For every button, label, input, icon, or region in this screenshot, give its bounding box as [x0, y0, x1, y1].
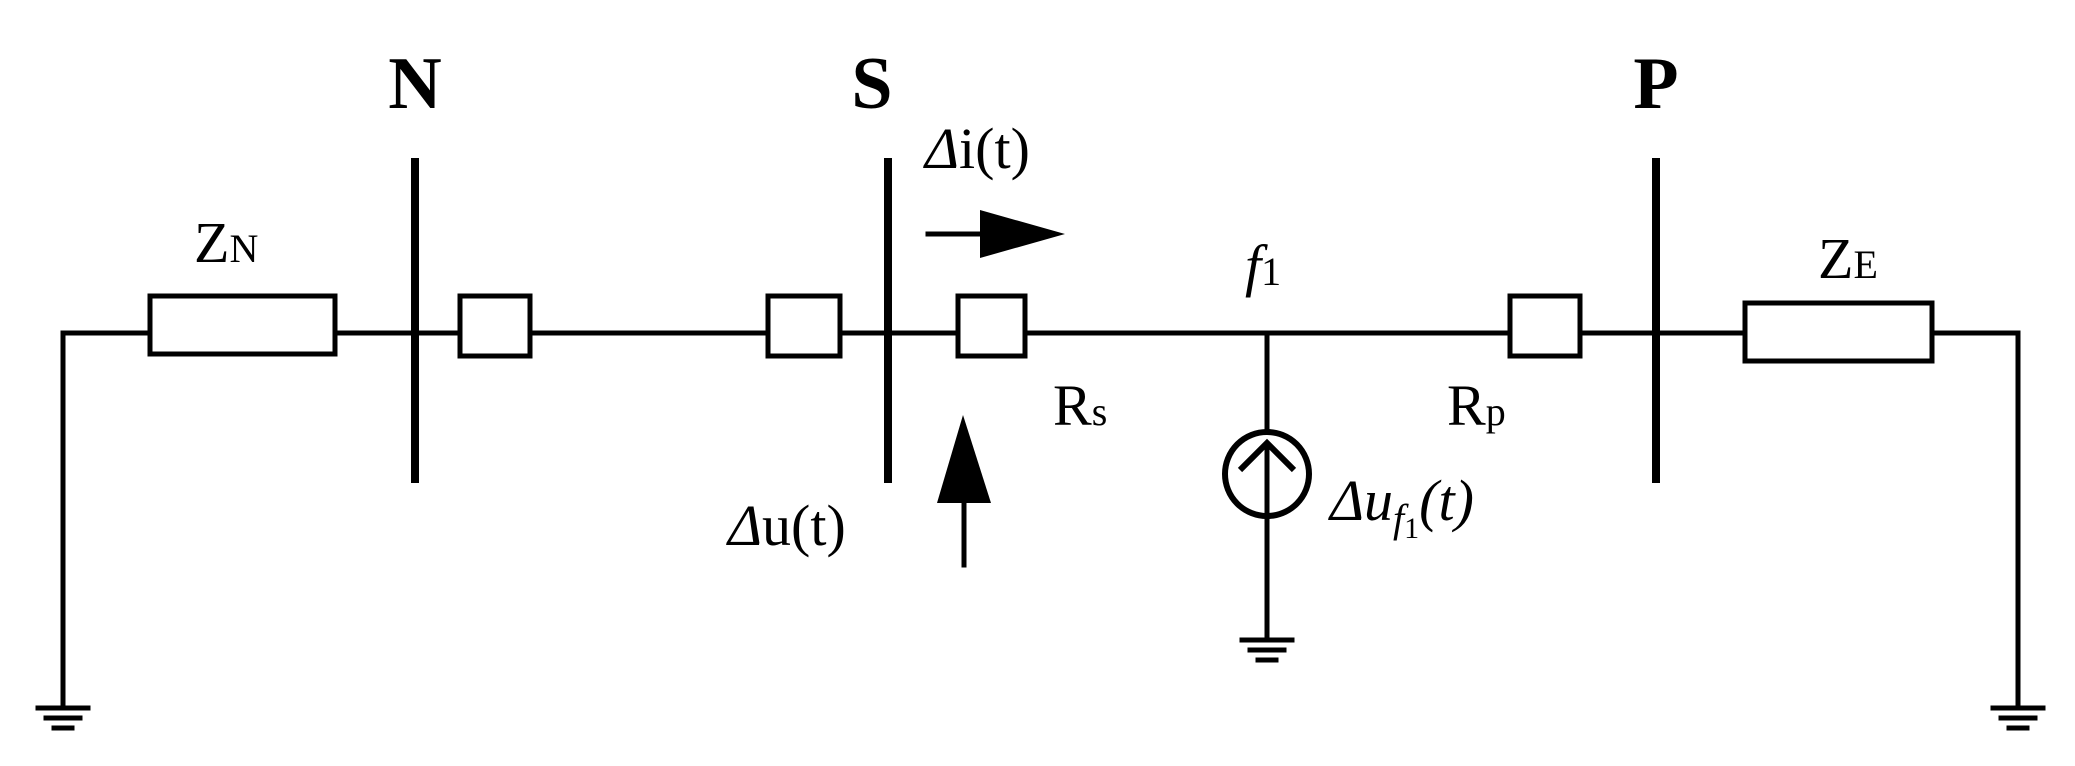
impedance-ze-sub: E: [1853, 242, 1877, 287]
ground-left: [35, 330, 91, 731]
fault-branch: [1222, 330, 1312, 663]
current-label: Δi(t): [923, 116, 1030, 181]
impedance-zn: [147, 293, 338, 357]
source-arg: (t): [1419, 468, 1474, 533]
impedance-zn-main: Z: [194, 210, 229, 275]
relay-rs-label: Rs: [1053, 373, 1107, 438]
voltage-text: u(t): [762, 493, 846, 558]
bus-p-label: P: [1633, 43, 1678, 125]
fault-point-label: f1: [1245, 233, 1281, 298]
relay-rp-main: R: [1447, 373, 1486, 438]
source-sub-1: 1: [1404, 512, 1419, 545]
relay-rs-main: R: [1053, 373, 1092, 438]
ground-right: [1990, 330, 2046, 731]
breaker-s-left: [765, 293, 843, 359]
breaker-p: [1507, 293, 1583, 359]
source-label: Δuf1(t): [1328, 468, 1474, 545]
impedance-zn-label: ZN: [194, 210, 258, 275]
voltage-label: Δu(t): [726, 493, 846, 558]
bus-s-label: S: [851, 43, 892, 125]
voltage-arrow: [937, 415, 991, 568]
current-delta: Δ: [923, 116, 959, 181]
breaker-s-right: [955, 293, 1028, 359]
current-arrow: [925, 210, 1065, 258]
bus-n-label: N: [388, 43, 441, 125]
relay-rp-label: Rp: [1447, 373, 1506, 438]
impedance-ze-main: Z: [1818, 226, 1853, 291]
relay-rp-sub: p: [1486, 389, 1506, 434]
relay-rs-sub: s: [1092, 389, 1108, 434]
impedance-ze-label: ZE: [1818, 226, 1878, 291]
voltage-delta: Δ: [726, 493, 762, 558]
breaker-n: [457, 293, 533, 359]
current-text: i(t): [959, 116, 1030, 181]
source-u: u: [1364, 468, 1393, 533]
impedance-ze: [1742, 300, 1935, 364]
source-delta: Δ: [1328, 468, 1364, 533]
fault-point-sub: 1: [1261, 249, 1281, 294]
impedance-zn-sub: N: [229, 226, 258, 271]
